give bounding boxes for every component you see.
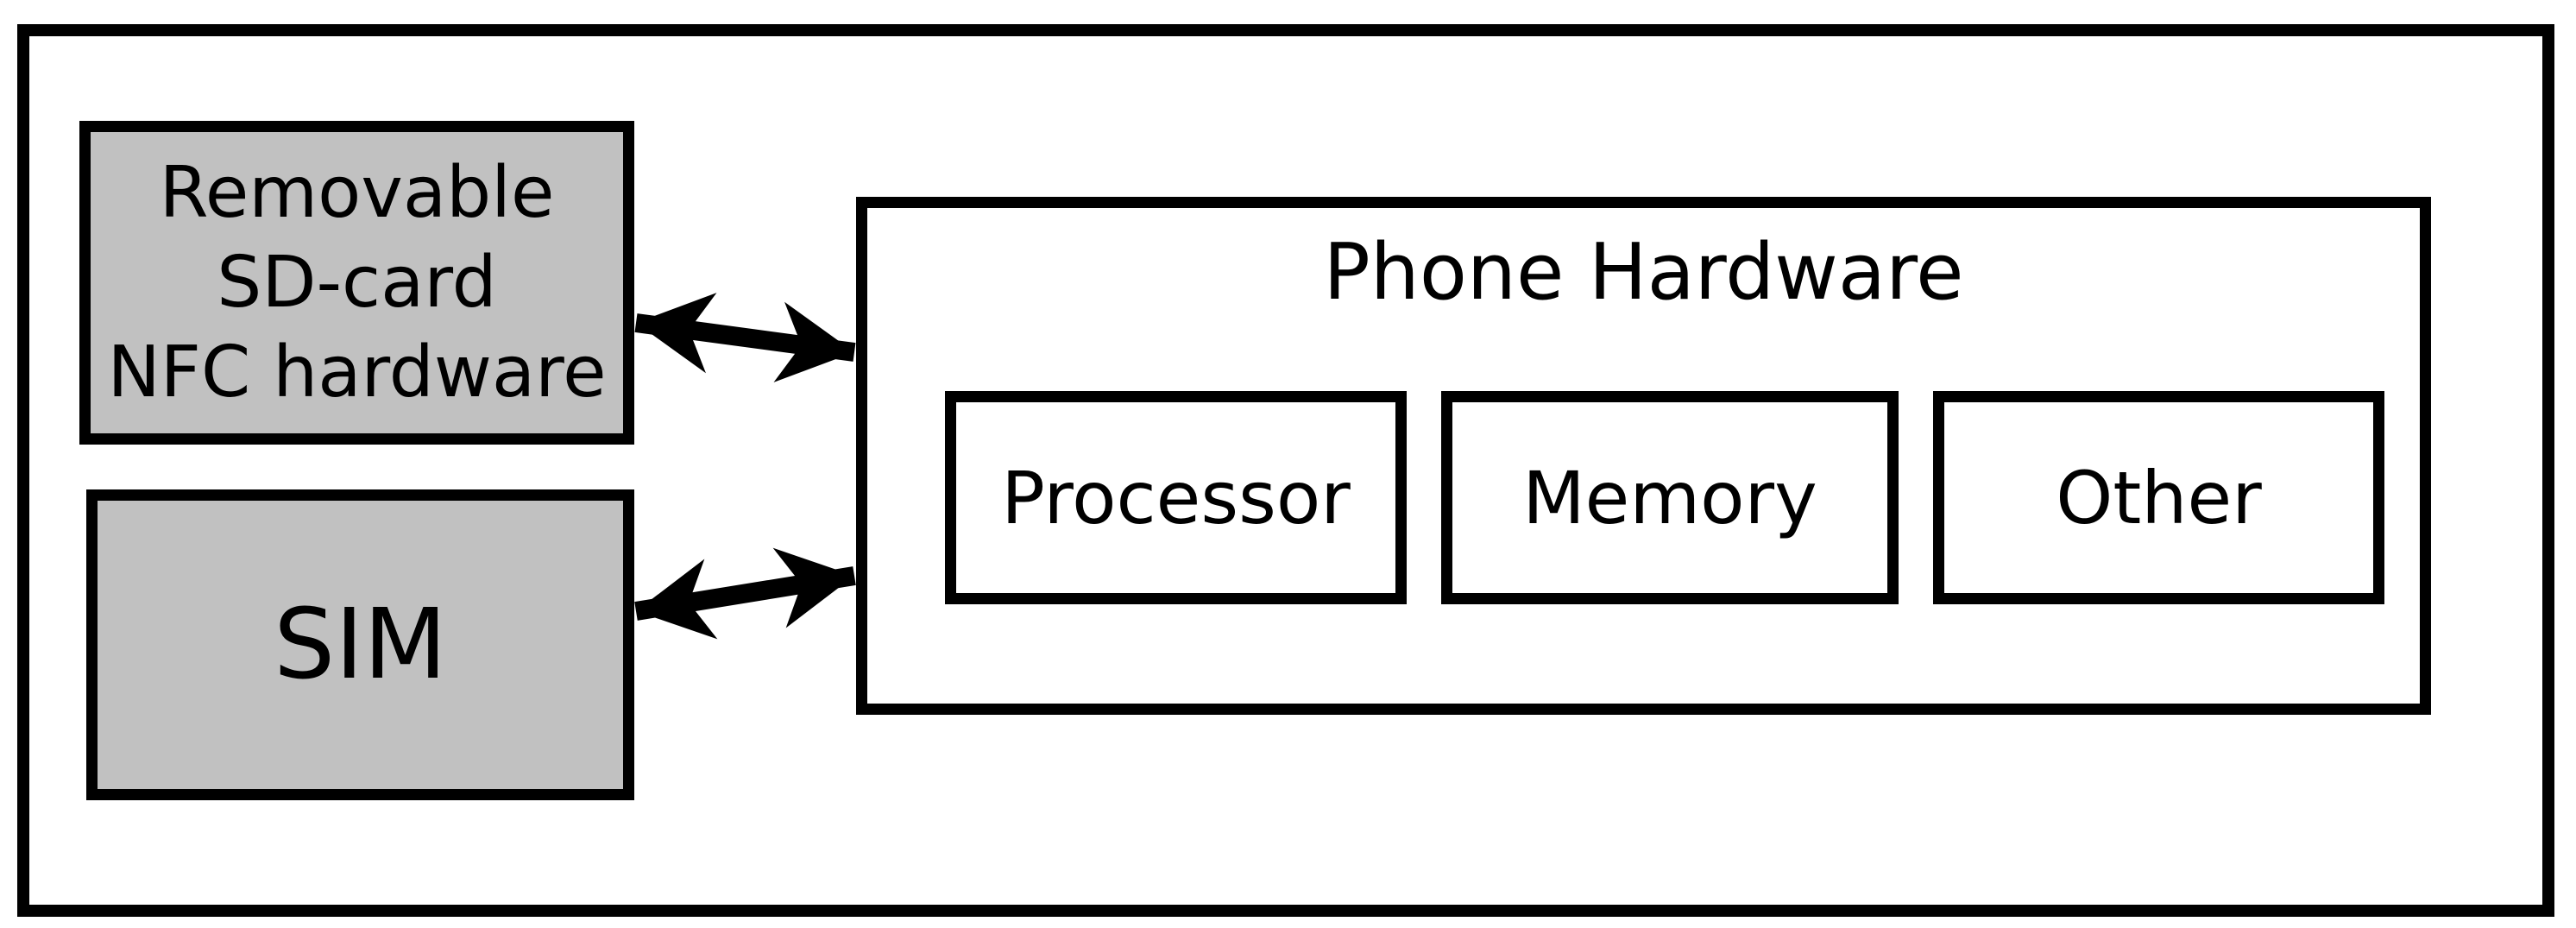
removable-label: Removable SD-card NFC hardware	[107, 148, 606, 418]
processor-label: Processor	[1001, 455, 1351, 540]
phone-hardware-title: Phone Hardware	[1323, 227, 1964, 318]
node-sim: SIM	[86, 489, 634, 800]
node-removable-sd-nfc: Removable SD-card NFC hardware	[79, 121, 634, 445]
node-processor: Processor	[945, 391, 1407, 604]
node-memory: Memory	[1441, 391, 1899, 604]
other-label: Other	[2056, 455, 2262, 540]
removable-line-2: SD-card	[217, 241, 497, 324]
removable-line-1: Removable	[159, 151, 555, 234]
sim-label: SIM	[274, 589, 447, 701]
node-other: Other	[1933, 391, 2384, 604]
memory-label: Memory	[1522, 455, 1817, 540]
removable-line-3: NFC hardware	[107, 331, 607, 413]
